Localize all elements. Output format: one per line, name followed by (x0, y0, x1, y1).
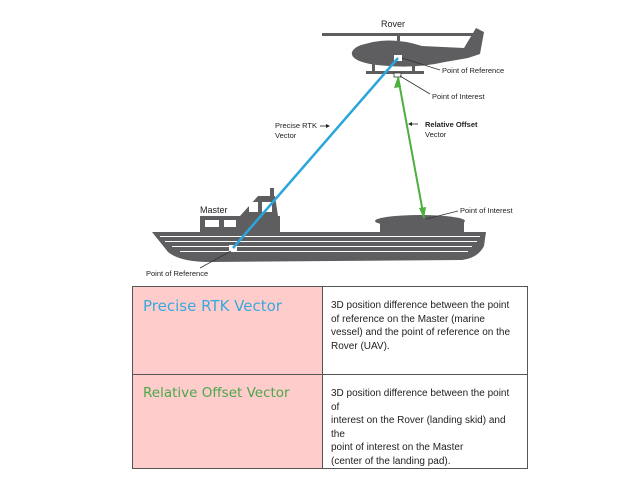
leader-arrows (320, 122, 418, 128)
precise-rtk-label-line1: Precise RTK (275, 121, 317, 130)
rover-point-of-interest-label: Point of Interest (432, 92, 485, 101)
relative-offset-label-line2: Vector (425, 130, 447, 139)
relative-offset-description-line: 3D position difference between the point… (331, 388, 510, 413)
relative-offset-description-line: (center of the landing pad). (331, 455, 451, 467)
precise-rtk-term: Precise RTK Vector (132, 286, 323, 375)
rover-point-of-reference-label: Point of Reference (442, 66, 504, 75)
relative-offset-description-line: point of interest on the Master (331, 442, 464, 453)
master-label: Master (200, 205, 228, 215)
rover-interest-marker (393, 72, 402, 78)
precise-rtk-vector-line (232, 57, 399, 249)
offset-arrowhead-bottom (419, 207, 426, 219)
helicopter-icon (322, 28, 484, 74)
boat-icon (152, 188, 486, 262)
relative-offset-vector-line (397, 76, 425, 219)
relative-offset-description: 3D position difference between the point… (322, 374, 528, 469)
precise-rtk-label-line2: Vector (275, 131, 297, 140)
relative-offset-description-line: interest on the Rover (landing skid) and… (331, 415, 506, 440)
relative-offset-label-line1: Relative Offset (425, 120, 478, 129)
rover-label: Rover (381, 19, 405, 29)
master-point-of-reference-label: Point of Reference (146, 269, 208, 278)
relative-offset-term: Relative Offset Vector (132, 374, 323, 469)
vector-definitions-table: Precise RTK Vector 3D position differenc… (132, 286, 528, 469)
offset-arrowhead-top (394, 76, 401, 88)
master-point-of-interest-label: Point of Interest (460, 206, 513, 215)
leader-lines (199, 57, 459, 269)
table-row: Relative Offset Vector 3D position diffe… (132, 374, 528, 469)
table-row: Precise RTK Vector 3D position differenc… (132, 286, 528, 375)
precise-rtk-description: 3D position difference between the point… (322, 286, 528, 375)
vector-diagram: Rover Point of Reference Point of Intere… (146, 19, 513, 278)
